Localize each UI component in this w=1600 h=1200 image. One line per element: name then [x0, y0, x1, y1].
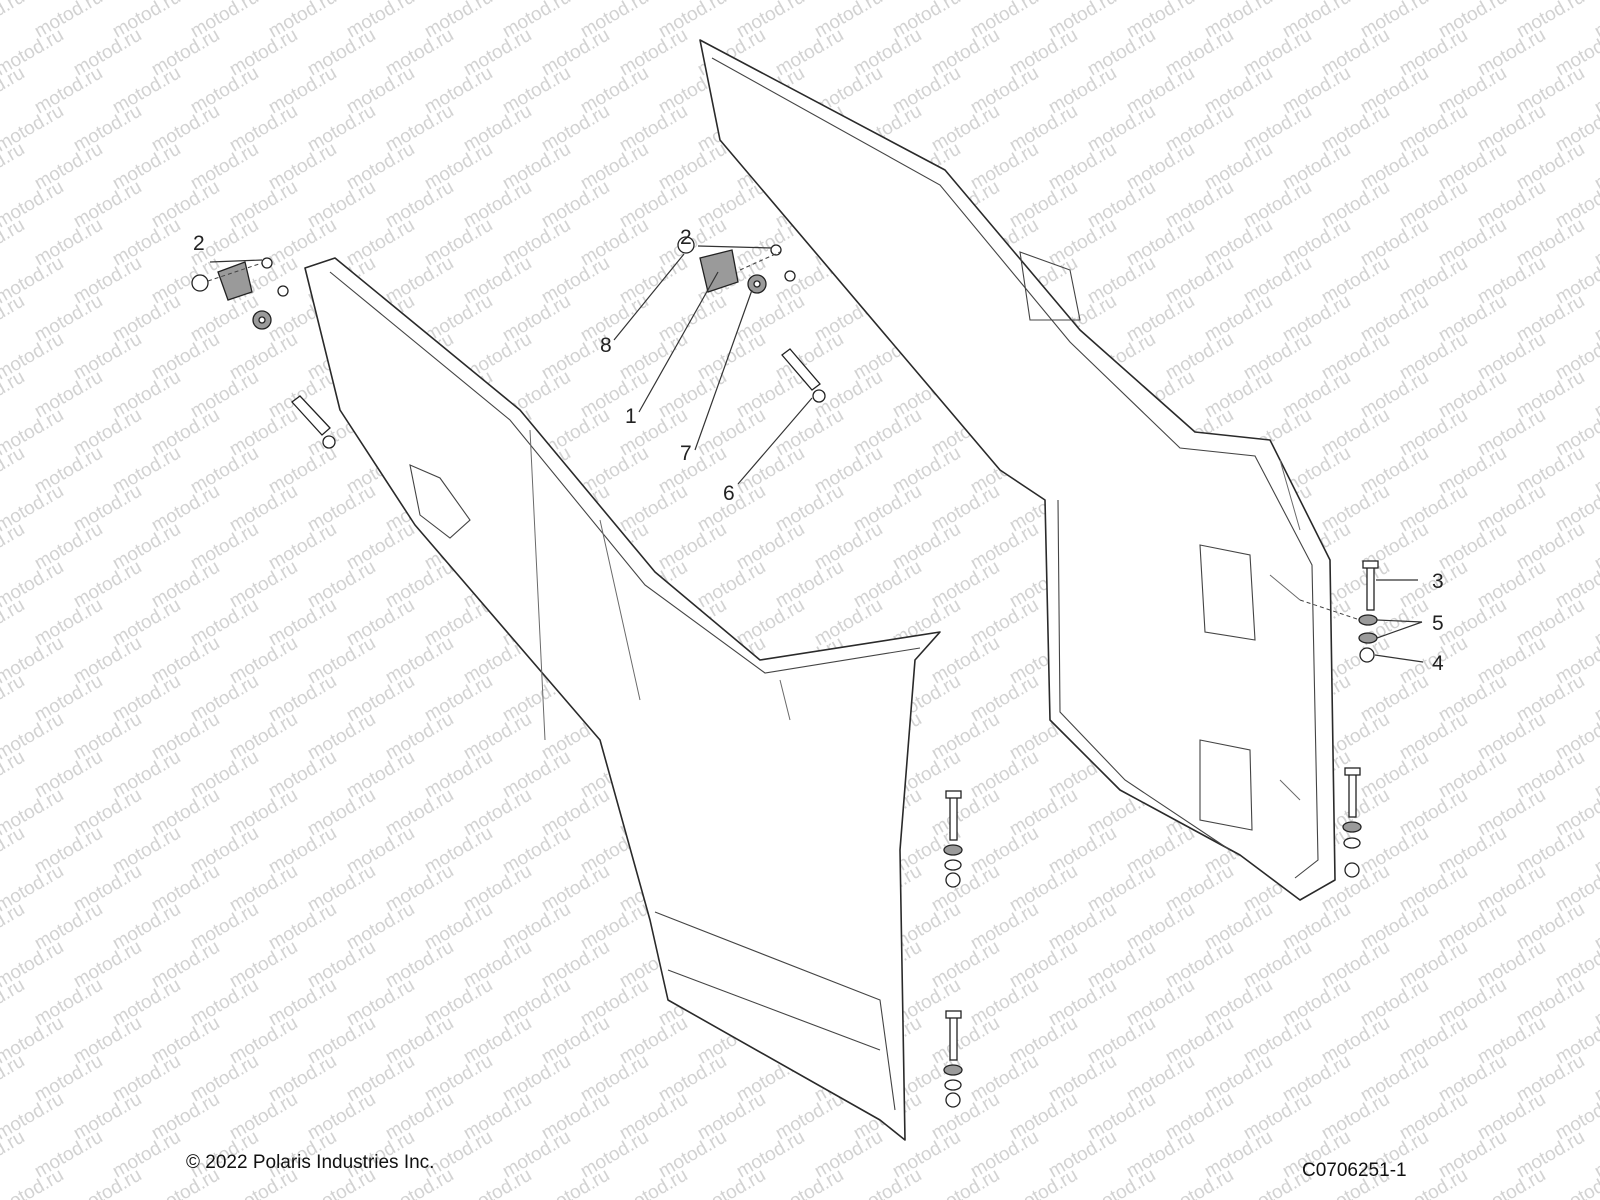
watermark-text: motod.ru: [0, 671, 28, 727]
watermark-text: motod.ru: [1591, 139, 1600, 195]
figure-id: C0706251-1: [1302, 1160, 1407, 1181]
rear-washer-lower: [1358, 632, 1378, 644]
watermark-text: motod.ru: [1474, 1165, 1549, 1200]
callout-2-left: 2: [193, 232, 205, 255]
callout-4: 4: [1432, 652, 1444, 675]
watermark-text: motod.ru: [850, 1165, 925, 1200]
watermark-text: motod.ru: [1591, 443, 1600, 499]
watermark-text: motod.ru: [0, 823, 28, 879]
watermark-text: motod.ru: [928, 1165, 1003, 1200]
watermark-text: motod.ru: [0, 63, 28, 119]
watermark-text: motod.ru: [1591, 671, 1600, 727]
watermark-text: motod.ru: [1591, 899, 1600, 955]
watermark-text: motod.ru: [1591, 519, 1600, 575]
center-screw: [770, 244, 782, 256]
watermark-text: motod.ru: [538, 1165, 613, 1200]
watermark-text: motod.ru: [0, 899, 28, 955]
watermark-text: motod.ru: [0, 519, 28, 575]
watermark-text: motod.ru: [0, 443, 28, 499]
rear-washer-upper: [1358, 614, 1378, 626]
watermark-text: motod.ru: [1591, 63, 1600, 119]
callout-8: 8: [600, 334, 612, 357]
watermark-text: motod.ru: [0, 1127, 28, 1183]
watermark-text: motod.ru: [0, 215, 28, 271]
watermark-text: motod.ru: [0, 1051, 28, 1107]
watermark-text: motod.ru: [1006, 1165, 1081, 1200]
watermark-text: motod.ru: [1591, 823, 1600, 879]
watermark-text: motod.ru: [0, 291, 28, 347]
callout-6: 6: [723, 482, 735, 505]
watermark-text: motod.ru: [0, 595, 28, 651]
watermark-text: motod.ru: [1591, 747, 1600, 803]
left-screw: [261, 257, 273, 269]
rear-nut: [1359, 647, 1375, 663]
callout-1: 1: [625, 405, 637, 428]
left-nut: [191, 274, 209, 292]
watermark-text: motod.ru: [0, 975, 28, 1031]
watermark-text: motod.ru: [1591, 0, 1600, 42]
left-small-screw: [277, 285, 289, 297]
left-hinge-bracket: [217, 261, 253, 301]
callout-7: 7: [680, 442, 692, 465]
callout-3: 3: [1432, 570, 1444, 593]
watermark-text: motod.ru: [772, 1165, 847, 1200]
watermark-text: motod.ru: [1591, 1051, 1600, 1107]
callout-2-center: 2: [680, 226, 692, 249]
left-hinge-pin: [291, 395, 331, 436]
watermark-text: motod.ru: [0, 139, 28, 195]
callout-5: 5: [1432, 612, 1444, 635]
watermark-text: motod.ru: [1591, 1127, 1600, 1183]
watermark-text: motod.ru: [0, 747, 28, 803]
watermark-text: motod.ru: [1591, 291, 1600, 347]
watermark-text: motod.ru: [1162, 1165, 1237, 1200]
watermark-text: motod.ru: [0, 0, 28, 42]
watermark-text: motod.ru: [70, 1165, 145, 1200]
watermark-text: motod.ru: [616, 1165, 691, 1200]
watermark-text: motod.ru: [694, 1165, 769, 1200]
watermark-text: motod.ru: [1552, 1165, 1600, 1200]
watermark-text: motod.ru: [1591, 595, 1600, 651]
center-small-screw: [784, 270, 796, 282]
watermark-text: motod.ru: [1084, 1165, 1159, 1200]
watermark-text: motod.ru: [1591, 215, 1600, 271]
watermark-text: motod.ru: [1396, 1165, 1471, 1200]
watermark-text: motod.ru: [460, 1165, 535, 1200]
watermark-text: motod.ru: [1591, 975, 1600, 1031]
watermark-text: motod.ru: [0, 367, 28, 423]
rear-bolt: [1366, 564, 1375, 611]
watermark-text: motod.ru: [1591, 367, 1600, 423]
copyright-notice: © 2022 Polaris Industries Inc.: [186, 1152, 435, 1173]
